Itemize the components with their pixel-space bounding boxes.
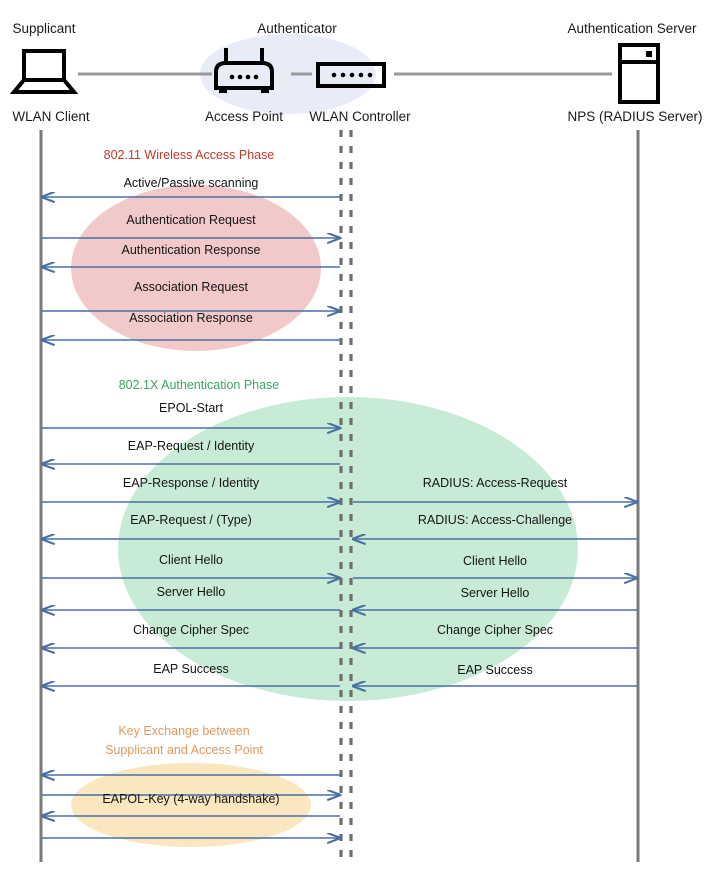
message-left-7: EAP-Response / Identity [42, 476, 340, 502]
message-left-6: EAP-Request / Identity [42, 439, 340, 464]
message-left-label-6: EAP-Request / Identity [128, 439, 255, 453]
phase-label-key-exchange-line1: Key Exchange between [118, 724, 249, 738]
message-left-label-3: Association Request [134, 280, 248, 294]
message-right-label-5: EAP Success [457, 663, 533, 677]
message-left-label-9: Client Hello [159, 553, 223, 567]
message-right-3: Server Hello [353, 586, 637, 610]
message-right-2: Client Hello [353, 554, 637, 578]
phase-bubble-wireless-access [71, 185, 321, 351]
phase-bubble-key-exchange [71, 763, 311, 847]
phase-bubbles [71, 185, 578, 847]
phase-label-dot1x-auth: 802.1X Authentication Phase [119, 378, 280, 392]
message-right-label-0: RADIUS: Access-Request [423, 476, 568, 490]
message-left-label-0: Active/Passive scanning [124, 176, 259, 190]
message-left-11: Change Cipher Spec [42, 623, 340, 648]
message-left-label-11: Change Cipher Spec [133, 623, 249, 637]
server-icon [618, 43, 660, 104]
message-left-8: EAP-Request / (Type) [42, 513, 340, 539]
message-left-9: Client Hello [42, 553, 340, 578]
actor-device-wlan-controller: WLAN Controller [309, 109, 411, 124]
message-right-4: Change Cipher Spec [353, 623, 637, 648]
actor-device-nps-radius-server: NPS (RADIUS Server) [567, 109, 702, 124]
message-right-0: RADIUS: Access-Request [353, 476, 637, 502]
message-right-5: EAP Success [353, 663, 637, 686]
actor-device-wlan-client: WLAN Client [12, 109, 90, 124]
message-right-label-4: Change Cipher Spec [437, 623, 553, 637]
laptop-icon [9, 49, 79, 94]
phase-label-key-exchange-line2: Supplicant and Access Point [105, 743, 263, 757]
phase-label-wireless-access: 802.11 Wireless Access Phase [104, 148, 275, 162]
message-left-3: Association Request [42, 280, 340, 311]
message-left-10: Server Hello [42, 585, 340, 610]
wlan-controller-icon [316, 62, 386, 88]
actor-role-authenticator: Authenticator [257, 21, 337, 36]
actor-device-access-point: Access Point [205, 109, 283, 124]
message-left-label-2: Authentication Response [122, 243, 261, 257]
message-left-label-1: Authentication Request [126, 213, 256, 227]
message-left-1: Authentication Request [42, 213, 340, 238]
message-left-15: EAPOL-Key (4-way handshake) [42, 792, 340, 816]
message-left-label-15: EAPOL-Key (4-way handshake) [102, 792, 279, 806]
message-left-label-8: EAP-Request / (Type) [130, 513, 252, 527]
authenticator-highlight-ellipse [200, 34, 376, 114]
lifelines [39, 130, 640, 862]
message-right-label-2: Client Hello [463, 554, 527, 568]
message-left-label-7: EAP-Response / Identity [123, 476, 260, 490]
message-left-2: Authentication Response [42, 243, 340, 267]
message-left-label-12: EAP Success [153, 662, 229, 676]
message-right-label-1: RADIUS: Access-Challenge [418, 513, 572, 527]
message-left-12: EAP Success [42, 662, 340, 686]
message-left-0: Active/Passive scanning [42, 176, 340, 197]
actor-role-supplicant: Supplicant [12, 21, 75, 36]
message-left-label-10: Server Hello [157, 585, 226, 599]
message-left-5: EPOL-Start [42, 401, 340, 428]
message-left-label-5: EPOL-Start [159, 401, 223, 415]
message-left-4: Association Response [42, 311, 340, 340]
message-right-1: RADIUS: Access-Challenge [353, 513, 637, 539]
message-left-label-4: Association Response [129, 311, 253, 325]
phase-bubble-dot1x-auth [118, 397, 578, 701]
actor-role-authentication-server: Authentication Server [567, 21, 697, 36]
message-right-label-3: Server Hello [461, 586, 530, 600]
access-point-icon [214, 48, 274, 93]
